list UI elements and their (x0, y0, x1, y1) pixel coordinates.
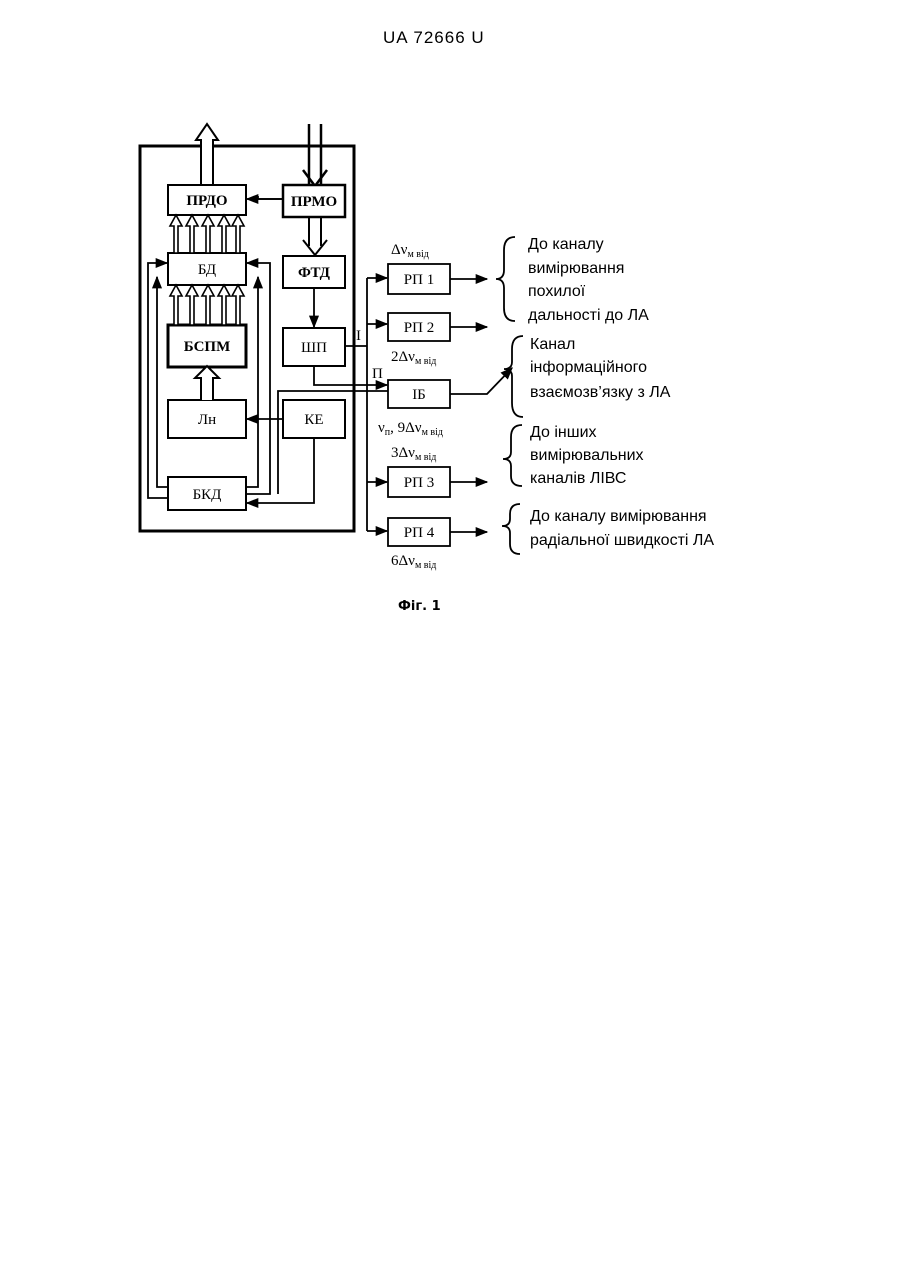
arrow-ln-to-bspm (195, 366, 219, 400)
block-shp: ШП (283, 328, 345, 366)
freq-label-rp2: 2Δνм від (391, 349, 436, 367)
annotation-other-channels: До інших вимірювальних каналів ЛІВС (530, 424, 644, 487)
annotation-radial-velocity: До каналу вимірювання радіальної швидкос… (530, 508, 714, 549)
block-bd: БД (168, 253, 246, 285)
svg-text:До каналу: До каналу (528, 236, 604, 253)
block-ln: Лн (168, 400, 246, 438)
block-prdo-label: ПРДО (186, 193, 227, 209)
svg-text:інформаційного: інформаційного (530, 359, 647, 376)
block-ln-label: Лн (198, 412, 216, 428)
brace-4 (502, 504, 520, 554)
svg-text:радіальної швидкості ЛА: радіальної швидкості ЛА (530, 532, 714, 549)
block-bkd: БКД (168, 477, 246, 510)
block-rp3: РП 3 (388, 467, 450, 497)
block-bspm-label: БСПМ (184, 339, 230, 355)
svg-text:До інших: До інших (530, 424, 597, 441)
svg-text:вимірювальних: вимірювальних (530, 447, 644, 464)
block-shp-label: ШП (301, 340, 327, 356)
input-double-arrow (303, 124, 327, 186)
freq-label-rp4: 6Δνм від (391, 553, 436, 571)
output-label-i: I (356, 328, 361, 344)
block-ftd-label: ФТД (298, 265, 331, 281)
annotation-info-channel: Канал інформаційного взаємозв’язку з ЛА (530, 336, 671, 401)
brace-1 (496, 237, 515, 321)
block-ke: КЕ (283, 400, 345, 438)
output-hollow-arrow (196, 124, 218, 185)
block-bkd-label: БКД (193, 487, 222, 503)
svg-text:взаємозв’язку з ЛА: взаємозв’язку з ЛА (530, 384, 671, 401)
bus-bspm-to-bd (170, 285, 244, 325)
svg-text:каналів ЛІВС: каналів ЛІВС (530, 470, 626, 487)
svg-text:похилої: похилої (528, 283, 586, 300)
freq-label-rp3: 3Δνм від (391, 445, 436, 463)
block-bd-label: БД (198, 262, 216, 278)
freq-label-rp1: Δνм від (391, 242, 429, 260)
block-rp3-label: РП 3 (404, 475, 434, 491)
svg-text:дальності до ЛА: дальності до ЛА (528, 307, 649, 324)
block-ib-label: ІБ (412, 387, 426, 403)
block-prmo: ПРМО (283, 185, 345, 217)
block-prmo-label: ПРМО (291, 194, 337, 210)
block-bspm: БСПМ (168, 325, 246, 367)
output-label-ii: П (372, 366, 383, 382)
loop-bkd-to-bd-left-inner (157, 277, 168, 487)
loop-bkd-to-bd-left (148, 263, 168, 498)
figure-caption: Фіг. 1 (398, 599, 441, 614)
brace-2 (504, 336, 523, 417)
svg-text:До каналу вимірювання: До каналу вимірювання (530, 508, 707, 525)
brace-3 (503, 425, 522, 486)
bus-bd-to-prdo (170, 215, 244, 253)
block-rp2: РП 2 (388, 313, 450, 341)
block-rp4-label: РП 4 (404, 525, 435, 541)
arrow-prmo-to-ftd (303, 217, 327, 255)
annotation-slant-range: До каналу вимірювання похилої дальності … (528, 236, 649, 324)
block-ke-label: КЕ (304, 412, 323, 428)
block-rp1: РП 1 (388, 264, 450, 294)
block-ib: ІБ (388, 380, 450, 408)
block-rp4: РП 4 (388, 518, 450, 546)
svg-text:вимірювання: вимірювання (528, 260, 624, 277)
freq-label-ib: νп, 9Δνм від (378, 420, 443, 438)
block-rp1-label: РП 1 (404, 272, 434, 288)
out-ib (450, 368, 512, 394)
block-rp2-label: РП 2 (404, 320, 434, 336)
svg-text:Канал: Канал (530, 336, 575, 353)
loop-bkd-to-bd-right-inner (246, 277, 258, 487)
block-ftd: ФТД (283, 256, 345, 288)
block-prdo: ПРДО (168, 185, 246, 215)
